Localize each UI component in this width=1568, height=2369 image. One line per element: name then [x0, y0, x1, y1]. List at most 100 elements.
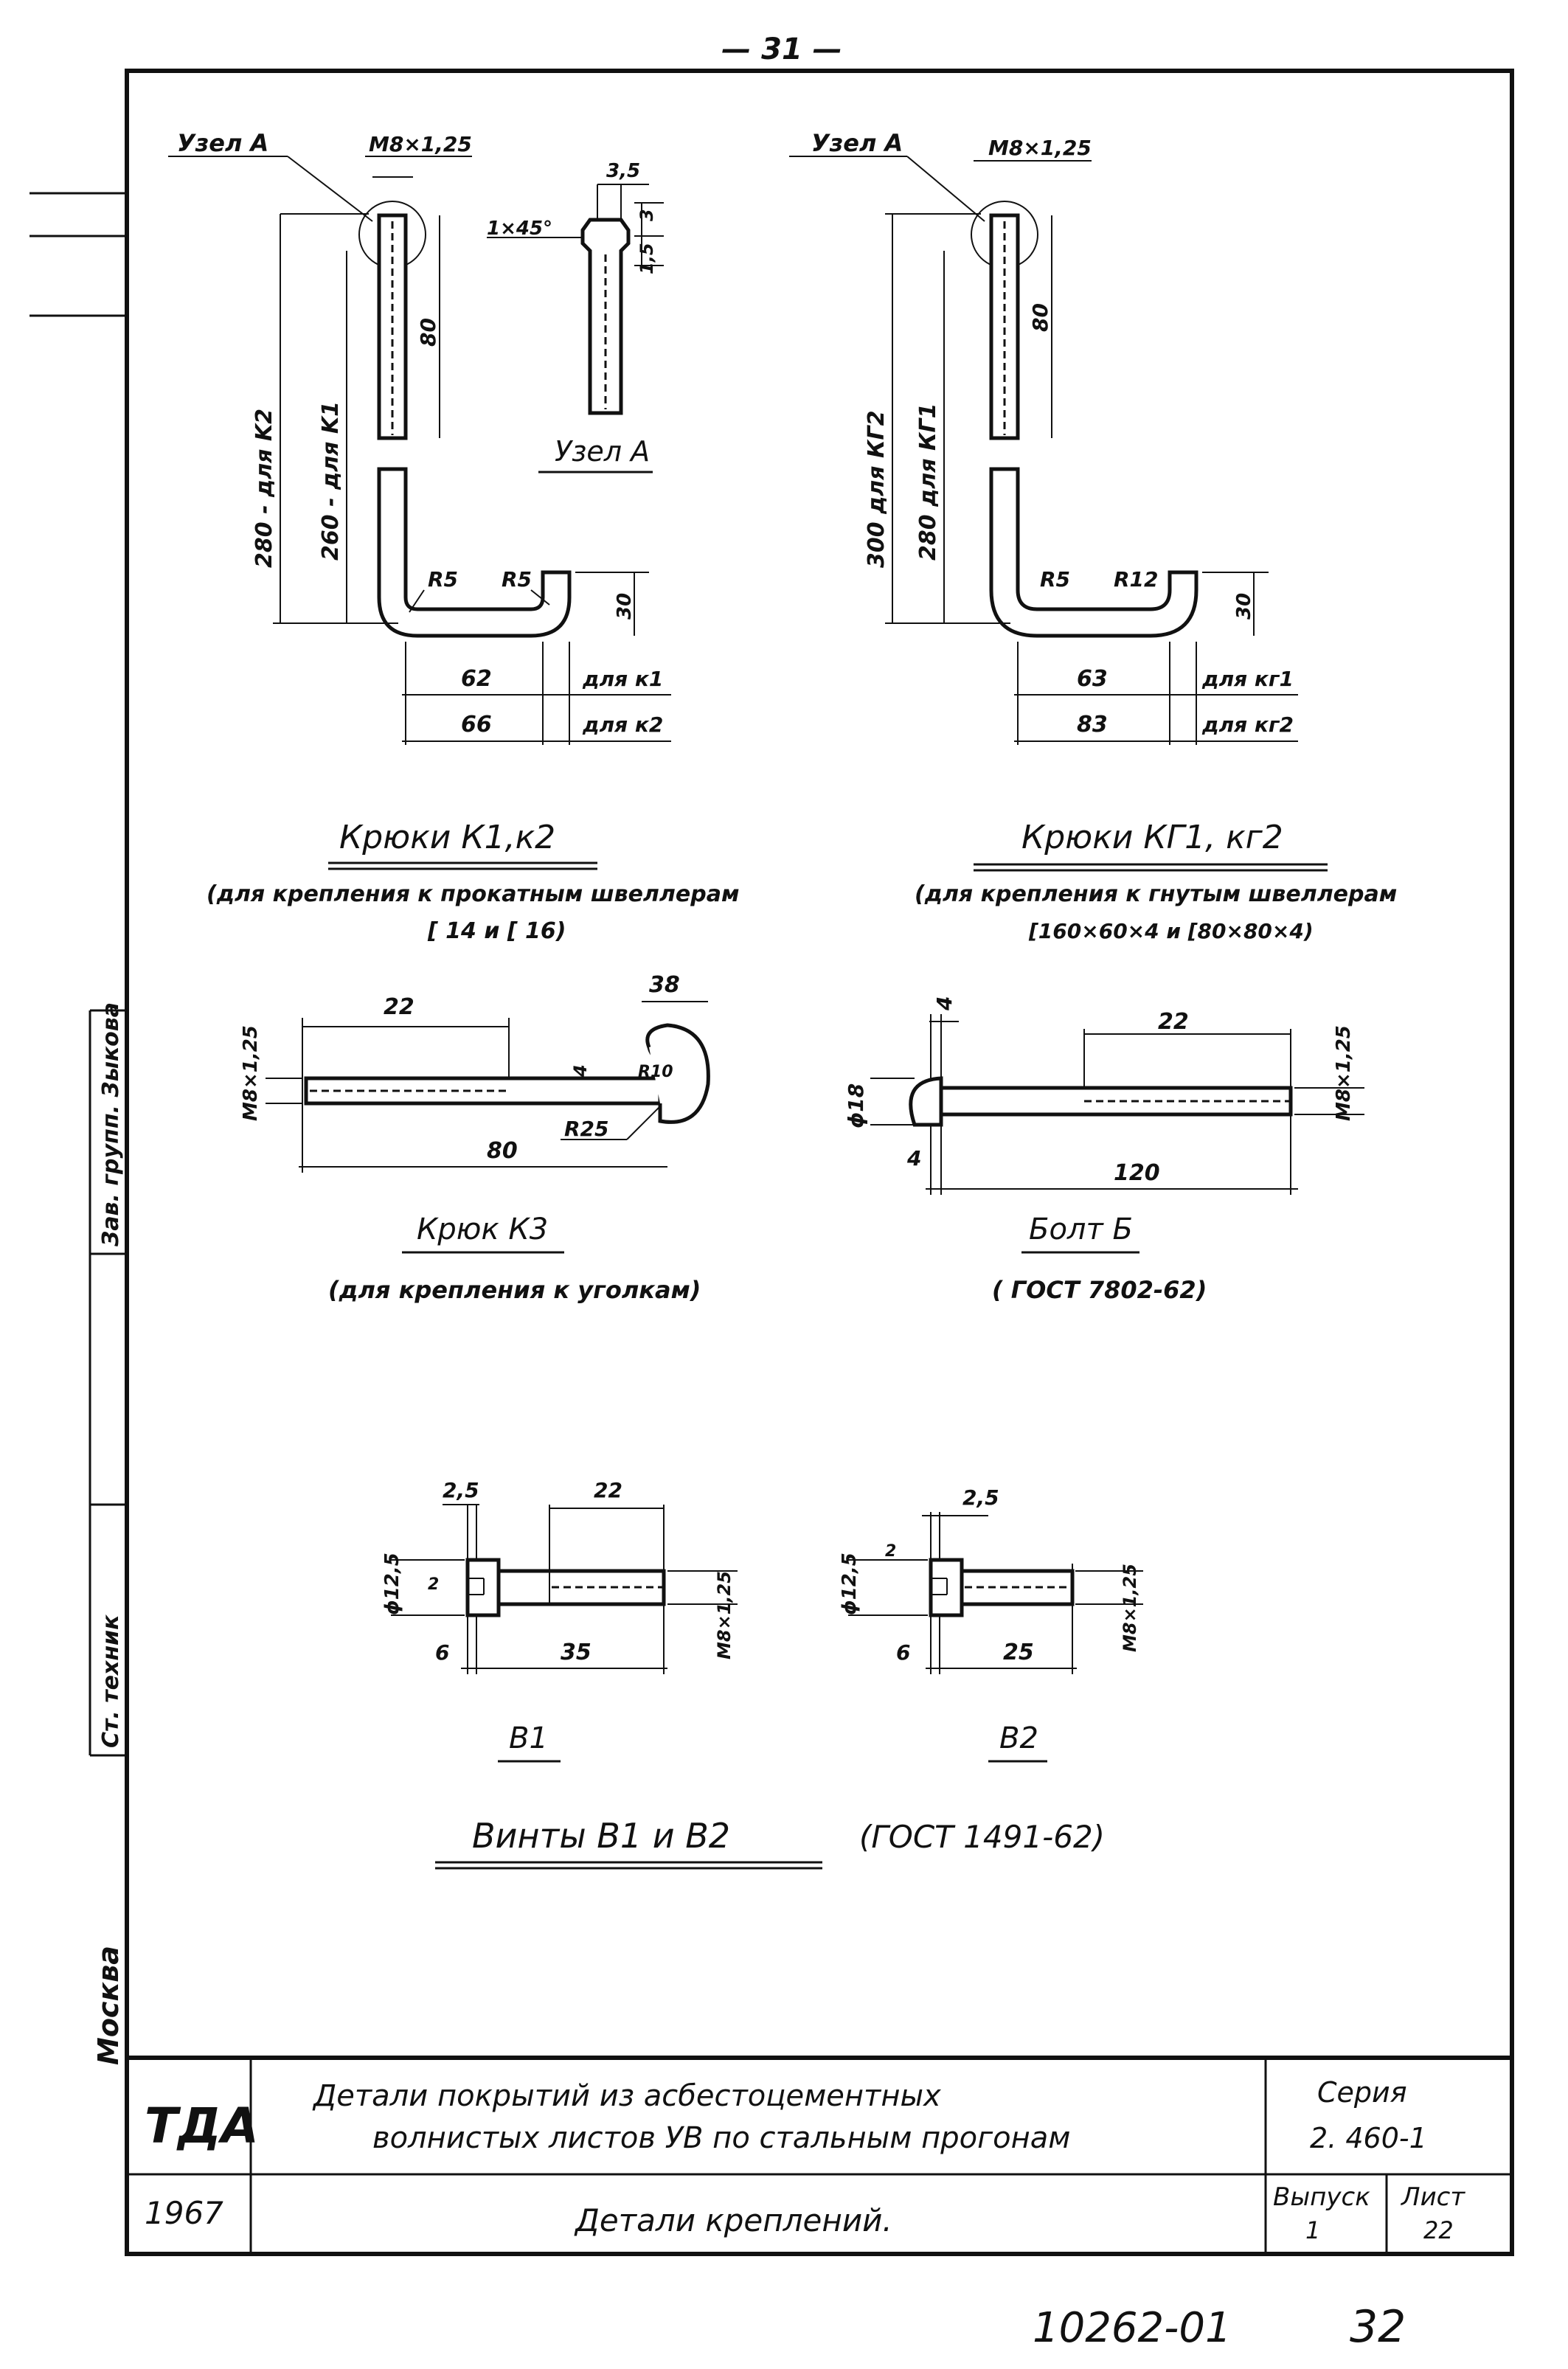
- tb-org: ТДА: [145, 2098, 259, 2154]
- side-label-middle: Ст. техник: [98, 1614, 124, 1748]
- side-label-top: Зав. групп. Зыкова: [98, 1002, 124, 1247]
- k-dim-30: 30: [614, 593, 636, 620]
- page-number: — 31 —: [721, 32, 842, 66]
- k3-dim-r2: R10: [638, 1063, 673, 1081]
- b1-dim-22: 22: [594, 1478, 622, 1502]
- hook-k3-drawing: 22 38 M8×1,25 4 R10 R25 80 Крюк К3 (для …: [240, 972, 710, 1304]
- tb-year: 1967: [145, 2195, 223, 2231]
- kg-title: Крюки КГ1, кг2: [1021, 819, 1283, 856]
- bolt-note: ( ГОСТ 7802-62): [992, 1276, 1207, 1304]
- bolt-dim-120: 120: [1114, 1160, 1160, 1186]
- screw-b1-drawing: 2,5 22 ϕ12,5 2 6 35 M8×1,25 В1: [381, 1478, 738, 1763]
- k-dim-62: 62: [461, 666, 492, 692]
- kg-dim-83: 83: [1077, 712, 1108, 738]
- k3-title: Крюк К3: [417, 1213, 548, 1246]
- bolt-dim-22: 22: [1158, 1009, 1189, 1035]
- screws-title: Винты В1 и В2: [472, 1816, 730, 1856]
- kg-dim-63: 63: [1077, 666, 1108, 692]
- b2-label: В2: [999, 1721, 1038, 1755]
- b2-dim-6: 6: [896, 1640, 910, 1665]
- tb-sheet-value: 22: [1423, 2216, 1454, 2244]
- bolt-head: [909, 1076, 943, 1127]
- tb-sheet-title: Детали креплений.: [574, 2202, 892, 2238]
- b1-dim-d: ϕ12,5: [381, 1553, 403, 1615]
- bolt-dim-4b: 4: [906, 1146, 921, 1170]
- b1-dim-6: 6: [435, 1640, 449, 1665]
- bolt-title: Болт Б: [1029, 1213, 1133, 1246]
- b2-dim-25: 2,5: [962, 1485, 999, 1510]
- tb-desc2: волнистых листов УВ по стальным прогонам: [372, 2121, 1070, 2155]
- k3-dim-22: 22: [384, 994, 414, 1020]
- b2-dim-2: 2: [885, 1542, 896, 1561]
- kg-node-label: Узел A: [811, 129, 903, 157]
- node-title: Узел A: [555, 435, 650, 468]
- b2-thread: M8×1,25: [1120, 1564, 1140, 1652]
- tb-issue-value: 1: [1305, 2216, 1320, 2244]
- k3-note: (для крепления к уголкам): [328, 1276, 701, 1304]
- tb-sheet-label: Лист: [1400, 2182, 1465, 2212]
- node-dim-3: 3: [636, 209, 657, 221]
- node-dim-15: 1,5: [636, 243, 657, 274]
- node-chamfer: 1×45°: [487, 218, 552, 240]
- k-hook-bend: [377, 467, 572, 638]
- k-dim-280: 280 - для K2: [251, 409, 277, 568]
- b1-thread: M8×1,25: [714, 1571, 735, 1659]
- tb-issue-label: Выпуск: [1273, 2182, 1370, 2212]
- tb-series-label: Серия: [1317, 2076, 1407, 2109]
- screw-b2-drawing: 2,5 ϕ12,5 2 6 25 M8×1,25 В2: [839, 1485, 1143, 1763]
- k-node-label: Узел A: [177, 129, 268, 157]
- kg-dim-280: 280 для КГ1: [915, 403, 941, 561]
- k3-dim-80: 80: [487, 1138, 518, 1164]
- node-a-detail: 1×45° 3,5 3 1,5 Узел A: [487, 160, 664, 474]
- k3-dim-4: 4: [570, 1064, 591, 1078]
- k-dim-66: 66: [461, 712, 492, 738]
- k3-hook-loop: [645, 1023, 710, 1124]
- k-for-k2: для к2: [582, 712, 663, 737]
- bolt-b-drawing: 4 22 ϕ18 M8×1,25 4 120 Болт Б ( ГОСТ 780…: [844, 996, 1364, 1304]
- b1-label: В1: [509, 1721, 548, 1755]
- k-title: Крюки К1,к2: [339, 819, 555, 856]
- kg-hook-bend: [989, 467, 1198, 638]
- kg-thread: M8×1,25: [988, 136, 1092, 160]
- hooks-kg-drawing: Узел A M8×1,25 80 300 для КГ2 280 для КГ…: [789, 129, 1397, 943]
- k3-dim-38: 38: [649, 972, 680, 998]
- bolt-thread: M8×1,25: [1333, 1025, 1355, 1121]
- kg-for-kg1: для кг1: [1201, 667, 1294, 691]
- kg-dim-30: 30: [1233, 593, 1255, 620]
- k-for-k1: для к1: [582, 667, 663, 691]
- tb-desc1: Детали покрытий из асбестоцементных: [312, 2079, 941, 2113]
- k-r2: R5: [502, 567, 532, 592]
- bolt-dim-d18: ϕ18: [844, 1083, 868, 1128]
- page-corner-number: 32: [1350, 2301, 1406, 2353]
- screws-gost: (ГОСТ 1491-62): [859, 1819, 1105, 1855]
- k-dim-80: 80: [416, 318, 440, 347]
- tb-series-value: 2. 460-1: [1310, 2122, 1427, 2154]
- bolt-dim-4a: 4: [932, 996, 957, 1011]
- side-label-city: Москва: [92, 1946, 125, 2065]
- kg-r2: R12: [1114, 567, 1159, 592]
- b2-dim-25b: 25: [1003, 1640, 1034, 1665]
- b1-dim-2: 2: [428, 1575, 439, 1594]
- b1-dim-35: 35: [561, 1640, 592, 1665]
- kg-note1: (для крепления к гнутым швеллерам: [915, 881, 1397, 907]
- k-note1: (для крепления к прокатным швеллерам: [207, 881, 739, 907]
- k-dim-260: 260 - для K1: [318, 401, 344, 561]
- kg-for-kg2: для кг2: [1201, 712, 1294, 737]
- kg-dim-300: 300 для КГ2: [864, 411, 889, 569]
- kg-r1: R5: [1040, 567, 1070, 592]
- k3-thread: M8×1,25: [240, 1025, 262, 1121]
- kg-dim-80: 80: [1028, 303, 1052, 332]
- title-block: ТДА 1967 Детали покрытий из асбестоцемен…: [127, 2056, 1512, 2254]
- hooks-k1-k2-drawing: Узел A M8×1,25 80 280 - для K2 260 - для…: [168, 129, 739, 944]
- b2-dim-d: ϕ12,5: [839, 1553, 861, 1615]
- side-stamp: Зав. групп. Зыкова Ст. техник Москва: [89, 1002, 127, 2065]
- k-thread: M8×1,25: [369, 132, 472, 156]
- node-dim-35: 3,5: [606, 160, 640, 182]
- k3-shank: [304, 1076, 662, 1106]
- kg-note2: [160×60×4 и [80×80×4): [1028, 919, 1314, 943]
- k-r1: R5: [428, 567, 458, 592]
- sheet-frame: [125, 69, 1514, 2256]
- k3-dim-r: R25: [564, 1117, 609, 1141]
- b1-dim-25: 2,5: [443, 1478, 479, 1502]
